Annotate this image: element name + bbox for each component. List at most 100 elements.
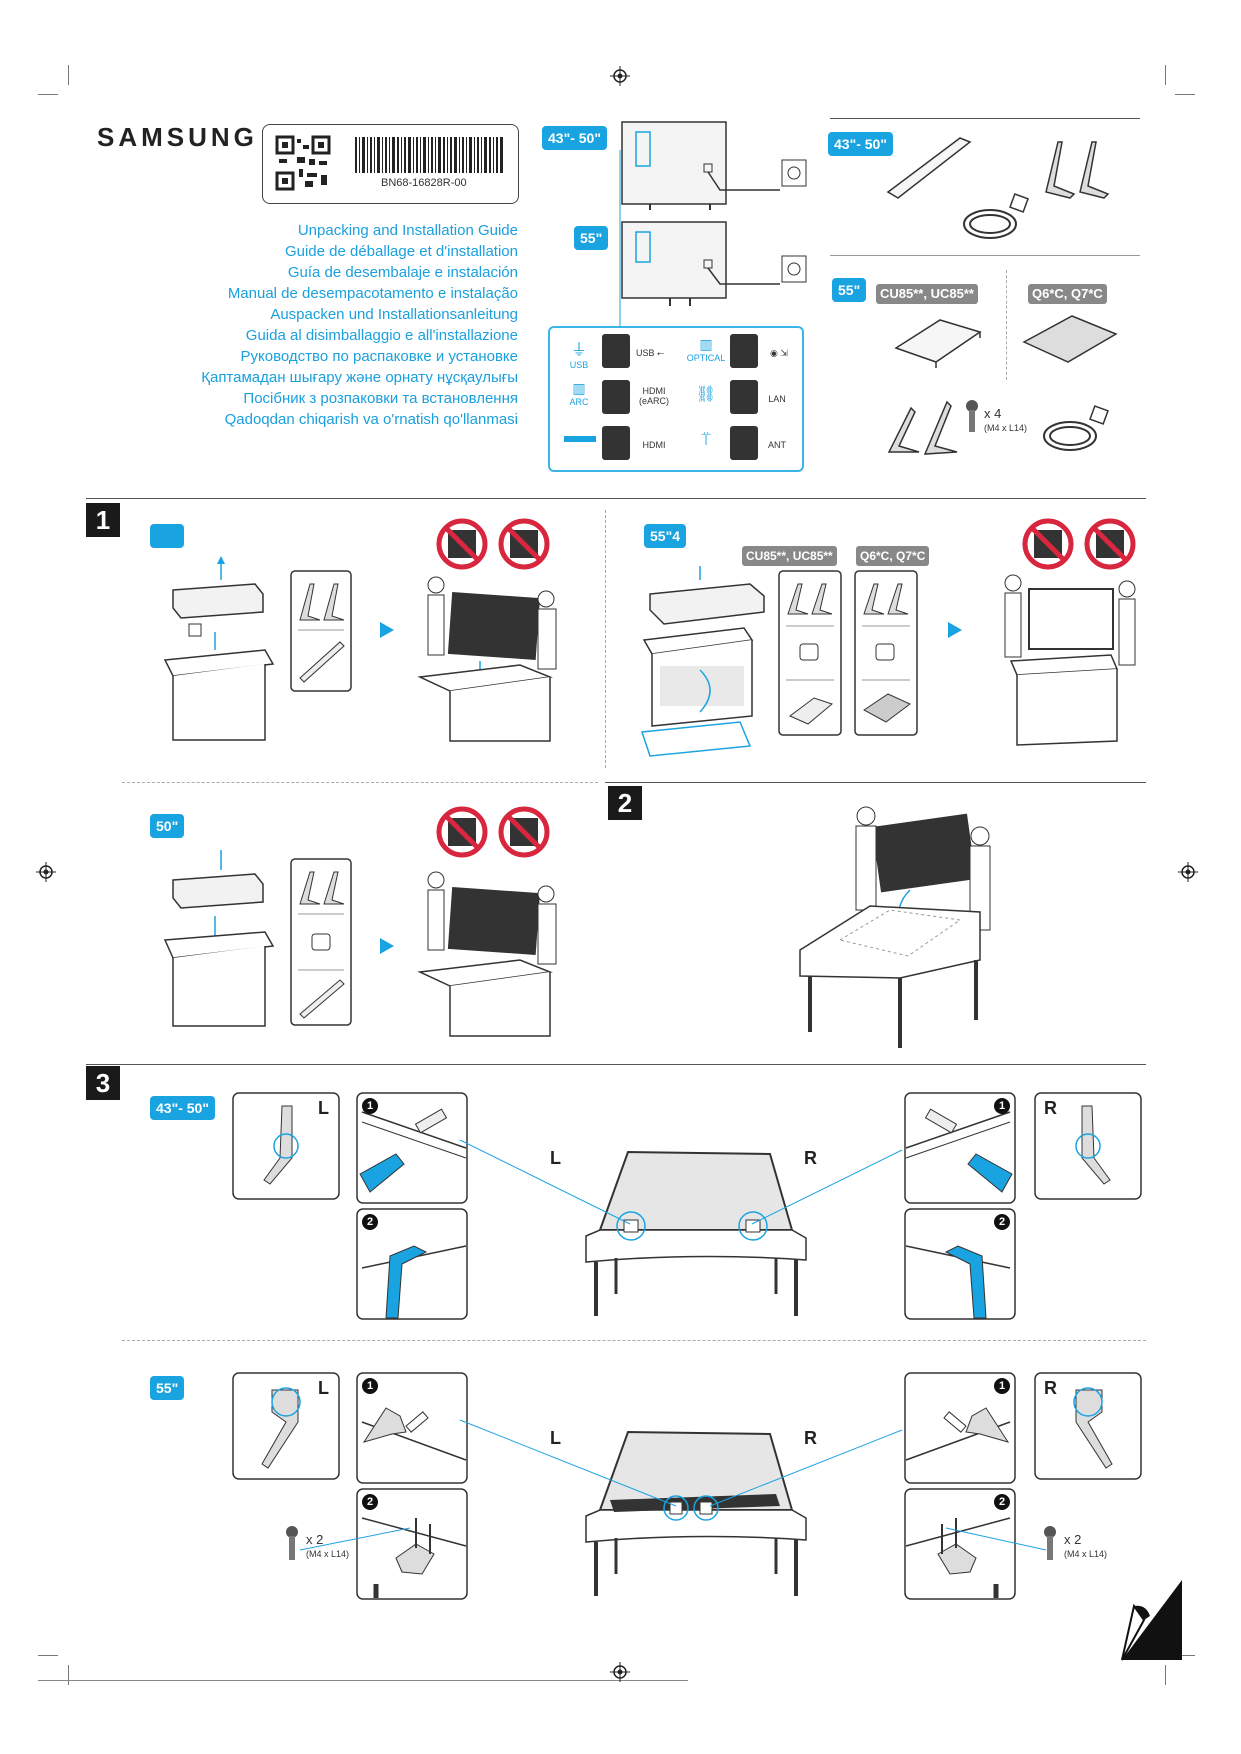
screw-icon (966, 400, 978, 432)
insert-stand-right-step1 (904, 1092, 1016, 1204)
arc-label: ▥ARC (569, 380, 589, 407)
hdmi-earc-label: HDMI (eARC) (638, 386, 669, 406)
model-badge-step1-q6: Q6*C, Q7*C (856, 546, 930, 566)
stand-bar-illustration (886, 137, 972, 199)
hdmi-cable-icon (564, 436, 596, 442)
usb-port-icon (602, 334, 630, 368)
guide-title: Қаптамадан шығару және орнату нұсқаулығы (201, 369, 518, 386)
guide-title: Guía de desembalaje e instalación (287, 264, 518, 281)
hdmi-label: HDMI (642, 440, 666, 450)
insert-stand-right-step2 (904, 1208, 1016, 1320)
stand-55-right-detail (1034, 1372, 1142, 1480)
screw-icon-left (286, 1526, 298, 1560)
model-badge-q6: Q6*C, Q7*C (1028, 284, 1107, 304)
lift-tv-50-illustration (417, 871, 557, 1037)
accessory-tray-50 (290, 858, 352, 1026)
sub-step-2: 2 (362, 1494, 378, 1510)
size-badge-50: 50" (150, 814, 185, 838)
digital-audio-icon: ◉ ⇲ (770, 348, 788, 358)
antenna-icon: ⍡ (701, 432, 711, 449)
tv-on-table-stand-slots (585, 1150, 807, 1316)
size-badge-step3-43-50: 43"- 50" (150, 1096, 215, 1120)
screw-callout-lines (299, 1527, 1047, 1551)
stand-legs-55-illustration (887, 400, 958, 455)
tv-back-illustration-43-50 (621, 121, 807, 210)
prohibited-icon-3 (1022, 518, 1074, 570)
ant-port-icon (730, 426, 758, 460)
optical-port-icon (730, 334, 758, 368)
sub-step-1: 1 (362, 1378, 378, 1394)
size-badge-43-50: 43"- 50" (542, 126, 607, 150)
sub-step-1: 1 (994, 1098, 1010, 1114)
sub-step-2: 2 (362, 1214, 378, 1230)
guide-title: Qadoqdan chiqarish va o'rnatish qo'llanm… (224, 411, 518, 428)
step-number-3: 3 (86, 1066, 120, 1100)
unpack-box-50-illustration (163, 850, 275, 1027)
stand-left-detail (232, 1092, 340, 1200)
prohibited-icon-1 (436, 518, 488, 570)
prohibited-icon-6 (498, 806, 550, 858)
usb-port-label: USB ⭠ (636, 348, 665, 358)
stand-55-left-detail (232, 1372, 340, 1480)
attach-stand-55-left-step1 (356, 1372, 468, 1484)
registration-mark-top (610, 66, 630, 86)
hdmi-earc-port-icon (602, 380, 630, 414)
registration-mark-right (1178, 862, 1198, 882)
lift-tv-illustration (417, 576, 557, 742)
attach-stand-55-right-step1 (904, 1372, 1016, 1484)
right-label: R (1044, 1378, 1057, 1398)
step-number-2: 2 (608, 786, 642, 820)
part-number: BN68-16828R-00 (381, 177, 467, 189)
size-badge-step3-55: 55" (150, 1376, 185, 1400)
sub-step-2: 2 (994, 1494, 1010, 1510)
guide-title: Auspacken und Installationsanleitung (270, 306, 518, 323)
lan-label: LAN (768, 394, 786, 404)
stand-legs-illustration (1045, 141, 1110, 199)
tv-back-illustration-55 (621, 221, 807, 306)
accessory-tray (290, 570, 352, 692)
power-cable-55-illustration (1043, 405, 1109, 451)
model-badge-cu85: CU85**, UC85** (876, 284, 978, 304)
registration-mark-bottom (610, 1662, 630, 1682)
right-label: R (1044, 1098, 1057, 1118)
guide-title: Руководство по распаковке и установке (240, 348, 518, 365)
right-label: R (804, 1148, 817, 1168)
left-label: L (318, 1378, 329, 1398)
product-code-box: BN68-16828R-00 (262, 124, 519, 204)
left-label: L (318, 1098, 329, 1118)
step-number-1: 1 (86, 503, 120, 537)
lift-tv-55-illustration (1004, 574, 1136, 746)
unpack-box-illustration (163, 556, 275, 741)
model-badge-step1-cu85: CU85**, UC85** (742, 546, 837, 566)
size-badge-components-55: 55" (832, 278, 867, 302)
size-badge-step1 (150, 524, 184, 548)
lan-port-icon (730, 380, 758, 414)
unpack-box-55-illustration (640, 566, 765, 757)
samsung-logo: SAMSUNG (97, 122, 258, 152)
next-arrow-icon (380, 938, 394, 954)
usb-icon-label: ⏚USB (569, 342, 589, 370)
screw-count-left: x 2 (306, 1532, 324, 1547)
power-cable-illustration (963, 193, 1029, 239)
stand-base-cu-illustration (894, 319, 982, 368)
port-callout-line (619, 150, 621, 326)
guide-title: Guide de déballage et d'installation (284, 243, 518, 260)
attach-stand-55-left-step2 (356, 1488, 468, 1600)
port-panel: ⏚USB USB ⭠ ▥OPTICAL ◉ ⇲ ▥ARC HDMI (eARC)… (548, 326, 804, 472)
screw-count-x4: x 4 (984, 406, 1002, 421)
guide-title-list: Unpacking and Installation Guide Guide d… (201, 220, 518, 430)
tv-on-table-55-stand-slots (585, 1430, 807, 1596)
screw-spec: (M4 x L14) (984, 423, 1028, 433)
barcode-icon (355, 137, 503, 173)
attach-stand-55-right-step2 (904, 1488, 1016, 1600)
size-badge-55-4: 55"4 (644, 524, 686, 548)
accessory-tray-q6 (854, 570, 918, 736)
prohibited-icon-2 (498, 518, 550, 570)
registration-mark-left (36, 862, 56, 882)
screw-spec-left: (M4 x L14) (306, 1549, 350, 1559)
page-turn-icon (1121, 1580, 1182, 1661)
insert-stand-left-step1 (356, 1092, 468, 1204)
next-arrow-icon (380, 622, 394, 638)
accessory-tray-cu85 (778, 570, 842, 736)
left-label: L (550, 1428, 561, 1448)
